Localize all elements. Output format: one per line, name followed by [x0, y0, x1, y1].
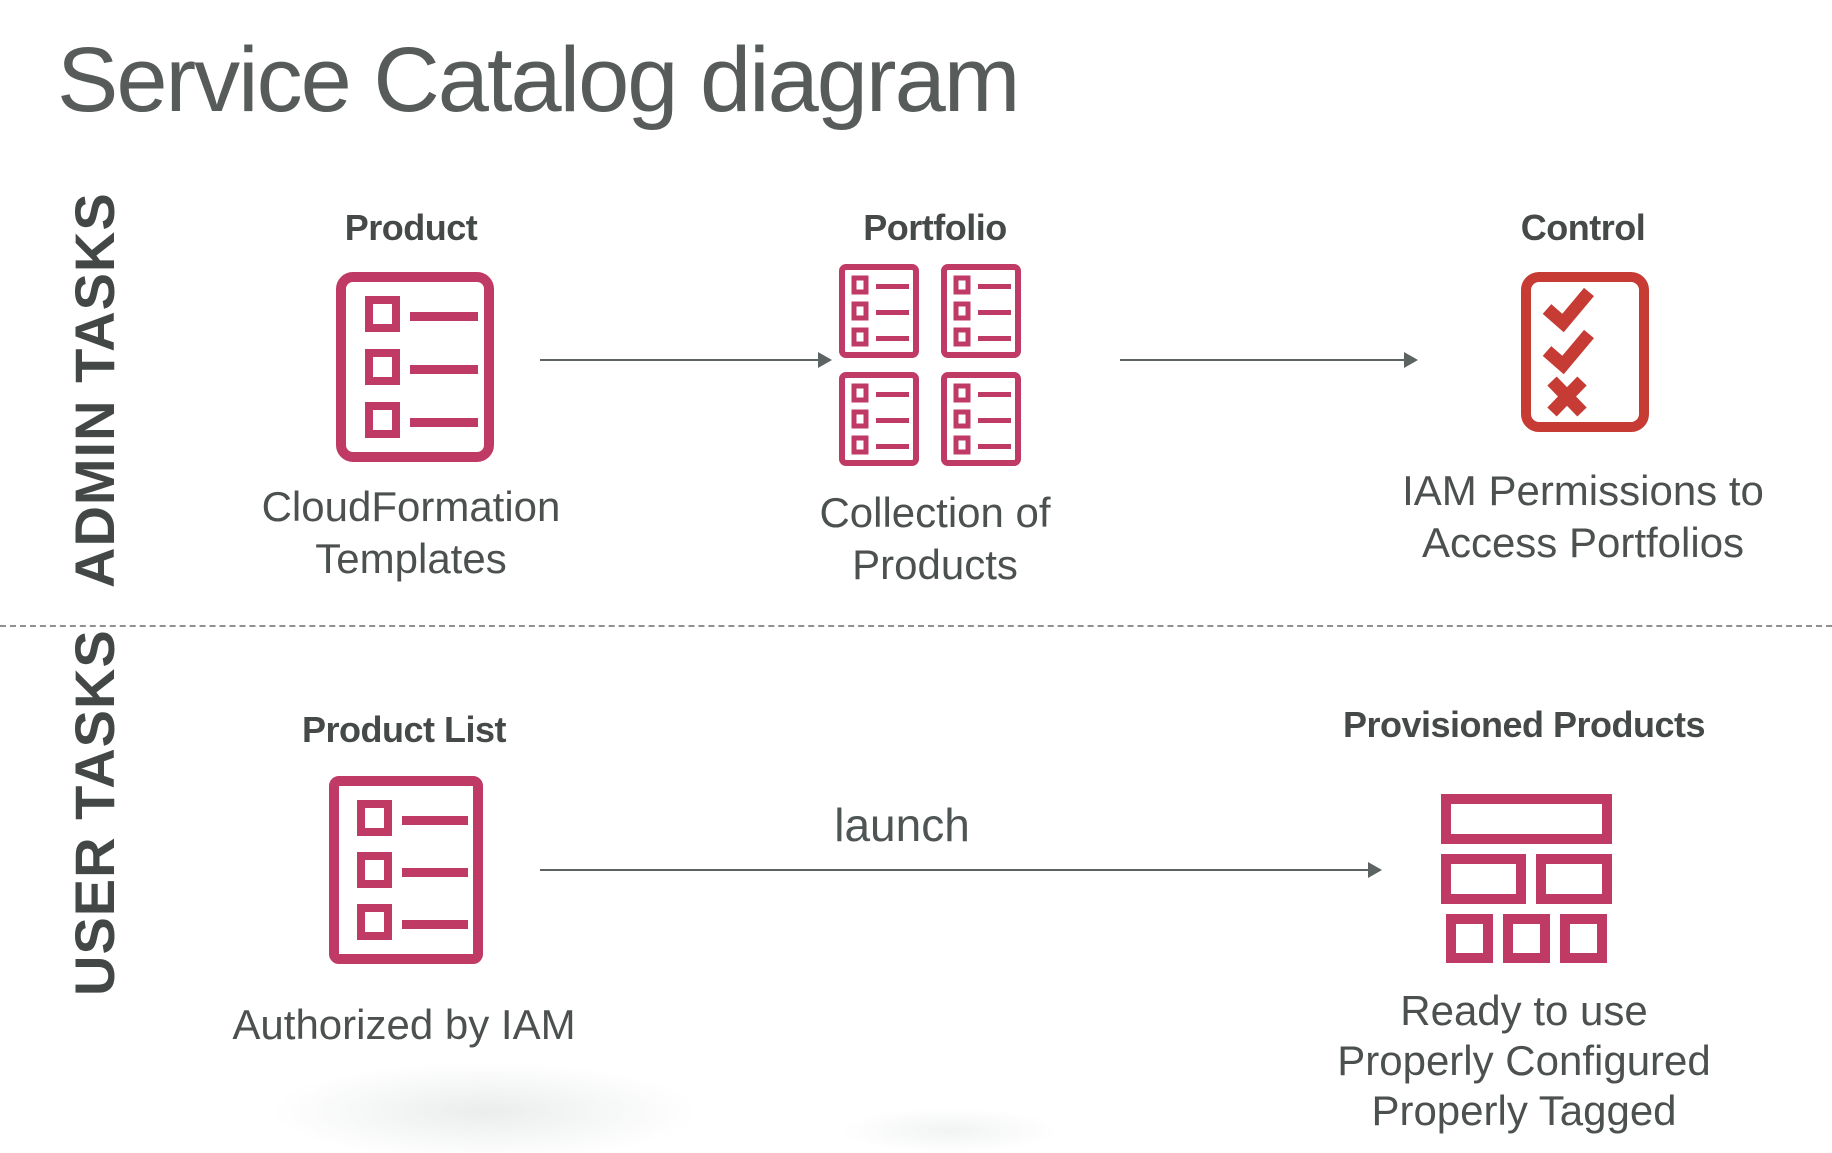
- portfolio-heading: Portfolio: [863, 207, 1007, 248]
- control-caption: IAM Permissions to Access Portfolios: [1402, 467, 1764, 566]
- product-list-caption: Authorized by IAM: [232, 1001, 576, 1048]
- provisioned-products-caption: Ready to use Properly Configured Properl…: [1337, 987, 1711, 1134]
- product-list-document-icon: [336, 272, 494, 462]
- launch-arrow-label: launch: [834, 799, 970, 851]
- checklist-approval-icon: [1521, 272, 1649, 432]
- control-heading: Control: [1520, 207, 1646, 248]
- arrow-portfolio-to-control-icon: [1120, 348, 1420, 372]
- arrow-product-to-portfolio-icon: [540, 348, 834, 372]
- product-caption: CloudFormation Templates: [261, 483, 561, 582]
- portfolio-mini-document-icon: [941, 264, 1021, 358]
- portfolio-caption: Collection of Products: [819, 489, 1051, 588]
- provisioned-stack-bricks-icon: [1441, 794, 1612, 963]
- portfolio-documents-grid-icon: [839, 264, 1021, 466]
- row-divider: [0, 625, 1832, 627]
- faint-smudge: [840, 1108, 1060, 1153]
- faint-smudge: [270, 1062, 700, 1152]
- product-heading: Product: [344, 207, 478, 248]
- page-title: Service Catalog diagram: [57, 29, 1020, 131]
- product-list-heading: Product List: [301, 709, 507, 750]
- user-tasks-row-label: USER TASKS: [63, 629, 126, 996]
- portfolio-mini-document-icon: [839, 372, 919, 466]
- product-list-document-icon: [329, 776, 483, 964]
- admin-tasks-row-label: ADMIN TASKS: [63, 192, 126, 588]
- portfolio-mini-document-icon: [839, 264, 919, 358]
- provisioned-products-heading: Provisioned Products: [1342, 704, 1706, 745]
- portfolio-mini-document-icon: [941, 372, 1021, 466]
- arrow-launch-icon: [540, 858, 1384, 882]
